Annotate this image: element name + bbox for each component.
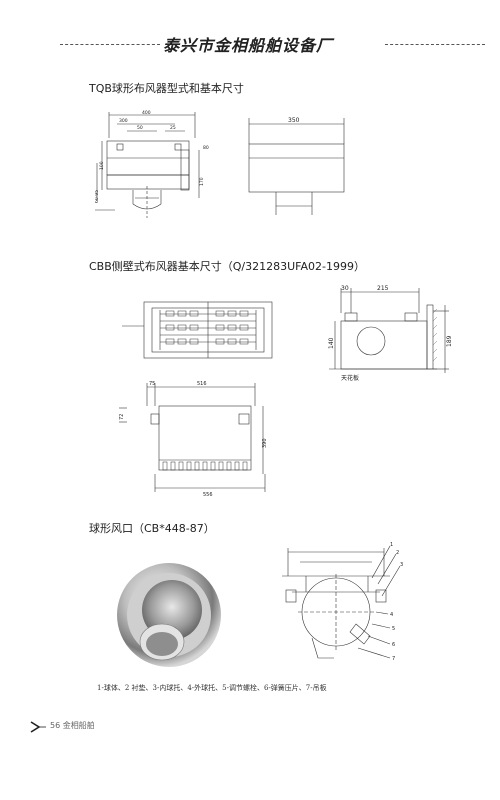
ceiling-label: 天花板 — [341, 374, 359, 382]
header-rule-left — [60, 44, 160, 46]
cbb-section-title: CBB侧壁式布风器基本尺寸（Q/321283UFA02-1999） — [89, 260, 365, 273]
part-label-1: 1 — [390, 542, 393, 548]
dim-140: 140 — [328, 337, 335, 349]
tqb-side-view-drawing: 350 — [248, 117, 345, 215]
page-number: 56 — [50, 721, 61, 730]
dim-80: 80 — [203, 145, 209, 151]
dim-400: 400 — [142, 110, 151, 116]
dim-189: 189 — [446, 335, 453, 347]
ball-section-title: 球形风口（CB*448-87） — [89, 522, 215, 535]
dim-50: 50 — [137, 125, 143, 131]
part-label-5: 5 — [392, 626, 395, 632]
page-footer: 56 金相船舶 — [50, 720, 95, 731]
cbb-side-view-drawing: 30 215 140 189 天花板 — [328, 285, 453, 382]
dim-75: 75 — [149, 381, 155, 387]
dim-60-95: 60-95 — [95, 190, 100, 203]
dim-170: 170 — [199, 177, 205, 186]
part-label-7: 7 — [392, 656, 395, 662]
part-label-3: 3 — [400, 562, 403, 568]
part-label-6: 6 — [392, 642, 395, 648]
dim-100: 100 — [99, 161, 105, 170]
tqb-front-view-drawing: 400 300 50 25 80 100 60-95 170 — [95, 110, 209, 218]
dim-350: 350 — [288, 117, 300, 124]
tqb-section-title: TQB球形布风器型式和基本尺寸 — [89, 82, 244, 95]
chevron-right-icon — [30, 721, 46, 733]
cbb-top-view-drawing: 75 516 72 390 556 — [119, 381, 268, 498]
dim-300: 300 — [119, 118, 128, 124]
part-label-4: 4 — [390, 612, 393, 618]
company-name: 泰兴市金相船舶设备厂 — [163, 36, 334, 55]
footer-brand: 金相船舶 — [62, 721, 95, 730]
dim-516: 516 — [197, 381, 207, 387]
dim-390: 390 — [262, 438, 268, 448]
ball-vent-photo — [117, 563, 221, 667]
ball-vent-section-drawing: 1 2 3 4 5 6 7 — [282, 542, 403, 662]
cbb-grille-front-drawing — [122, 301, 273, 359]
dim-215: 215 — [377, 285, 389, 292]
parts-caption: 1-球体、2 衬垫、3-内球托、4-外球托、5-调节螺栓、6-弹簧压片、7-吊板 — [97, 684, 327, 692]
dim-556: 556 — [203, 492, 213, 498]
header-rule-right — [385, 44, 485, 46]
part-label-2: 2 — [396, 550, 399, 556]
dim-72: 72 — [119, 414, 125, 420]
dim-25: 25 — [170, 125, 176, 131]
dim-30: 30 — [341, 285, 349, 292]
